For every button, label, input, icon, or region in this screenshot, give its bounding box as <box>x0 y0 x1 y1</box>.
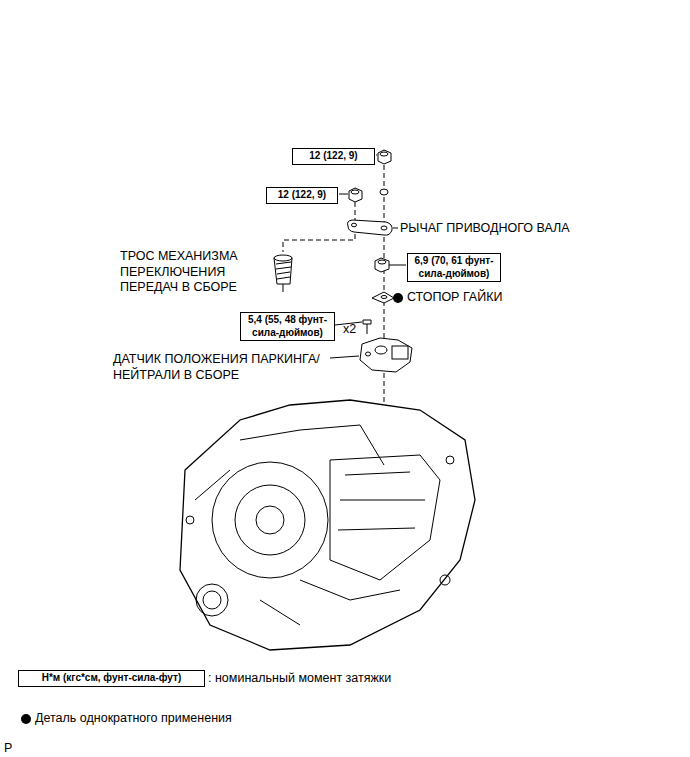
torque-box: 12 (122, 9) <box>266 187 338 204</box>
leader-line <box>376 155 377 156</box>
part-name: РЫЧАГ ПРИВОДНОГО ВАЛА <box>400 221 570 237</box>
lever <box>348 220 393 235</box>
part-name: СТОПОР ГАЙКИ <box>407 290 502 306</box>
leader-line <box>330 356 359 358</box>
assembly-line <box>283 202 355 252</box>
page-mark: P <box>4 741 12 757</box>
leader-line <box>339 194 348 195</box>
part-name: ДАТЧИК ПОЛОЖЕНИЯ ПАРКИНГА/ НЕЙТРАЛИ В СБ… <box>113 352 331 383</box>
leader-line <box>393 228 398 229</box>
single-use-mark <box>21 714 31 724</box>
legend-note: : номинальный момент затяжки <box>208 671 391 687</box>
leader-line <box>389 265 406 266</box>
torque-box: 12 (122, 9) <box>292 148 375 165</box>
torque-box: 5,4 (55, 48 фунт-сила-дюймов) <box>240 312 335 341</box>
cable-end <box>274 255 292 292</box>
torque-box: 6,9 (70, 61 фунт-сила-дюймов) <box>407 253 501 282</box>
part-name: ТРОС МЕХАНИЗМА ПЕРЕКЛЮЧЕНИЯ ПЕРЕДАЧ В СБ… <box>120 249 260 296</box>
torque-box: Н*м (кгс*см, фунт-сила-фут) <box>18 670 205 687</box>
washer <box>380 189 388 195</box>
nut-stopper <box>372 292 394 303</box>
torque-value: 5,4 (55, 48 фунт-сила-дюймов) <box>244 314 331 339</box>
quantity: x2 <box>343 322 356 338</box>
nut <box>375 258 389 272</box>
torque-value: 6,9 (70, 61 фунт-сила-дюймов) <box>411 255 497 280</box>
legend-text: Деталь однократного применения <box>35 711 232 725</box>
torque-value: 12 (122, 9) <box>270 189 334 202</box>
transaxle <box>180 400 475 650</box>
nut <box>378 150 391 164</box>
bolt <box>363 320 371 334</box>
single-use-mark <box>393 293 403 303</box>
park-neutral-sensor <box>360 338 412 372</box>
torque-value: Н*м (кгс*см, фунт-сила-фут) <box>22 672 201 685</box>
legend-row: Деталь однократного применения <box>35 711 232 727</box>
torque-value: 12 (122, 9) <box>296 150 371 163</box>
nut <box>349 188 362 202</box>
